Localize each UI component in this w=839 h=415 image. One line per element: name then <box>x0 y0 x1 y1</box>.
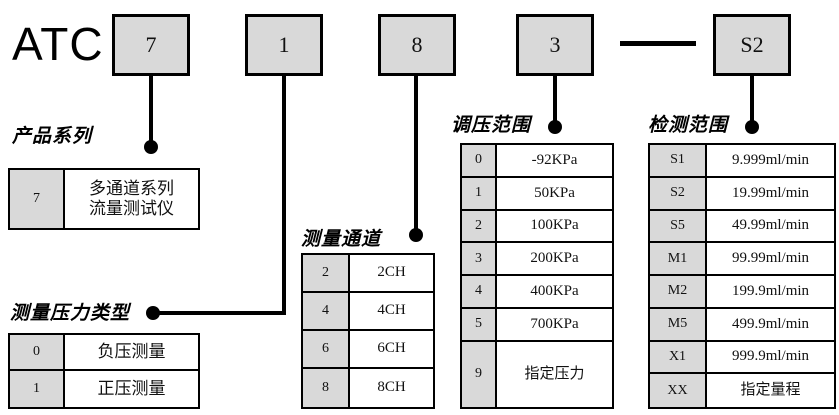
cell-value: 指定压力 <box>524 365 585 382</box>
cell-code: X1 <box>650 341 707 373</box>
cell-value: 199.9ml/min <box>731 282 810 299</box>
table-row[interactable]: 0 负压测量 <box>10 335 198 371</box>
connector-channel-dot <box>409 228 423 242</box>
connector-range-vertical <box>750 76 754 128</box>
table-row[interactable]: M2 199.9ml/min <box>650 276 834 309</box>
caption-pressure-type: 测量压力类型 <box>10 303 131 324</box>
table-row[interactable]: XX 指定量程 <box>650 374 834 407</box>
code-box-channel[interactable]: 8 <box>378 14 456 76</box>
code-box-pressure-range[interactable]: 3 <box>516 14 594 76</box>
cell-code: 9 <box>462 341 497 407</box>
cell-value: 200KPa <box>530 250 579 266</box>
separator-dash <box>620 41 696 46</box>
table-row[interactable]: S1 9.999ml/min <box>650 145 834 178</box>
connector-ptype-vertical <box>282 76 286 313</box>
code-box-detect-range[interactable]: S2 <box>713 14 791 76</box>
cell-value: 指定量程 <box>740 382 801 398</box>
caption-series: 产品系列 <box>12 126 93 147</box>
cell-value: 2CH <box>377 264 406 281</box>
cell-code: 6 <box>303 331 350 367</box>
table-detect-range: S1 9.999ml/min S2 19.99ml/min S5 49.99ml… <box>648 143 836 409</box>
cell-code: S2 <box>650 177 707 209</box>
cell-value: 499.9ml/min <box>731 315 810 332</box>
caption-channel: 测量通道 <box>301 229 382 250</box>
cell-value: 400KPa <box>530 282 579 299</box>
cell-code: 1 <box>10 371 65 407</box>
connector-pressure-dot <box>548 120 562 134</box>
table-row[interactable]: M5 499.9ml/min <box>650 308 834 342</box>
table-row[interactable]: 8 8CH <box>303 369 433 407</box>
cell-value: 6CH <box>377 340 406 357</box>
cell-value-line2: 流量测试仪 <box>89 199 174 218</box>
cell-code: 4 <box>303 293 350 329</box>
cell-value: 700KPa <box>530 315 579 332</box>
cell-code: 3 <box>462 243 497 274</box>
table-row[interactable]: 0 -92KPa <box>462 145 612 178</box>
cell-value: 正压测量 <box>97 379 166 399</box>
table-row[interactable]: 2 2CH <box>303 255 433 293</box>
cell-code: 4 <box>462 276 497 307</box>
cell-value: 50KPa <box>534 184 575 201</box>
table-row[interactable]: 5 700KPa <box>462 308 612 342</box>
table-row[interactable]: M1 99.99ml/min <box>650 243 834 276</box>
cell-code: S1 <box>650 145 707 176</box>
connector-range-dot <box>745 120 759 134</box>
cell-code: 0 <box>10 335 65 369</box>
table-row[interactable]: 3 200KPa <box>462 243 612 276</box>
cell-value: 49.99ml/min <box>731 217 810 234</box>
cell-code: M5 <box>650 308 707 340</box>
table-row[interactable]: 1 正压测量 <box>10 371 198 407</box>
connector-series-vertical <box>149 76 153 150</box>
cell-value-line1: 多通道系列 <box>89 179 174 199</box>
connector-series-dot <box>144 140 158 154</box>
cell-code: 1 <box>462 177 497 209</box>
caption-range: 检测范围 <box>648 115 729 136</box>
table-row[interactable]: 4 400KPa <box>462 276 612 309</box>
table-row[interactable]: S5 49.99ml/min <box>650 210 834 244</box>
cell-value: 9.999ml/min <box>731 151 810 168</box>
table-row[interactable]: 7 多通道系列 流量测试仪 <box>10 170 198 228</box>
table-measure-channel: 2 2CH 4 4CH 6 6CH 8 8CH <box>301 253 435 409</box>
cell-value: 4CH <box>377 302 406 319</box>
connector-channel-vertical <box>414 76 418 236</box>
code-box-pressure-type[interactable]: 1 <box>245 14 323 76</box>
cell-code: 7 <box>10 170 65 228</box>
connector-ptype-horizontal <box>156 311 286 315</box>
table-row[interactable]: 4 4CH <box>303 293 433 331</box>
caption-pressure: 调压范围 <box>451 115 532 136</box>
cell-code: XX <box>650 374 707 407</box>
cell-value: 999.9ml/min <box>731 348 810 365</box>
table-row[interactable]: X1 999.9ml/min <box>650 341 834 375</box>
table-pressure-range: 0 -92KPa 1 50KPa 2 100KPa 3 200KPa 4 400… <box>460 143 614 409</box>
cell-value: 负压测量 <box>97 342 166 362</box>
cell-code: 0 <box>462 145 497 176</box>
table-pressure-type: 0 负压测量 1 正压测量 <box>8 333 200 409</box>
brand-label: ATC <box>12 18 104 70</box>
cell-code: M2 <box>650 276 707 307</box>
cell-value: -92KPa <box>531 151 578 168</box>
cell-value: 19.99ml/min <box>731 184 810 201</box>
table-row[interactable]: 6 6CH <box>303 331 433 369</box>
connector-ptype-dot <box>146 306 160 320</box>
cell-code: 2 <box>462 210 497 242</box>
table-row[interactable]: 1 50KPa <box>462 177 612 211</box>
table-row[interactable]: 2 100KPa <box>462 210 612 244</box>
table-row[interactable]: 9 指定压力 <box>462 341 612 407</box>
cell-code: 2 <box>303 255 350 291</box>
cell-code: S5 <box>650 210 707 242</box>
cell-code: 5 <box>462 308 497 340</box>
cell-value: 100KPa <box>530 217 579 234</box>
code-box-series[interactable]: 7 <box>112 14 190 76</box>
connector-pressure-vertical <box>553 76 557 128</box>
cell-value: 8CH <box>377 379 406 396</box>
cell-code: 8 <box>303 369 350 407</box>
table-product-series: 7 多通道系列 流量测试仪 <box>8 168 200 230</box>
cell-value: 99.99ml/min <box>731 250 810 266</box>
table-row[interactable]: S2 19.99ml/min <box>650 177 834 211</box>
cell-code: M1 <box>650 243 707 274</box>
cell-value: 多通道系列 流量测试仪 <box>65 170 198 228</box>
